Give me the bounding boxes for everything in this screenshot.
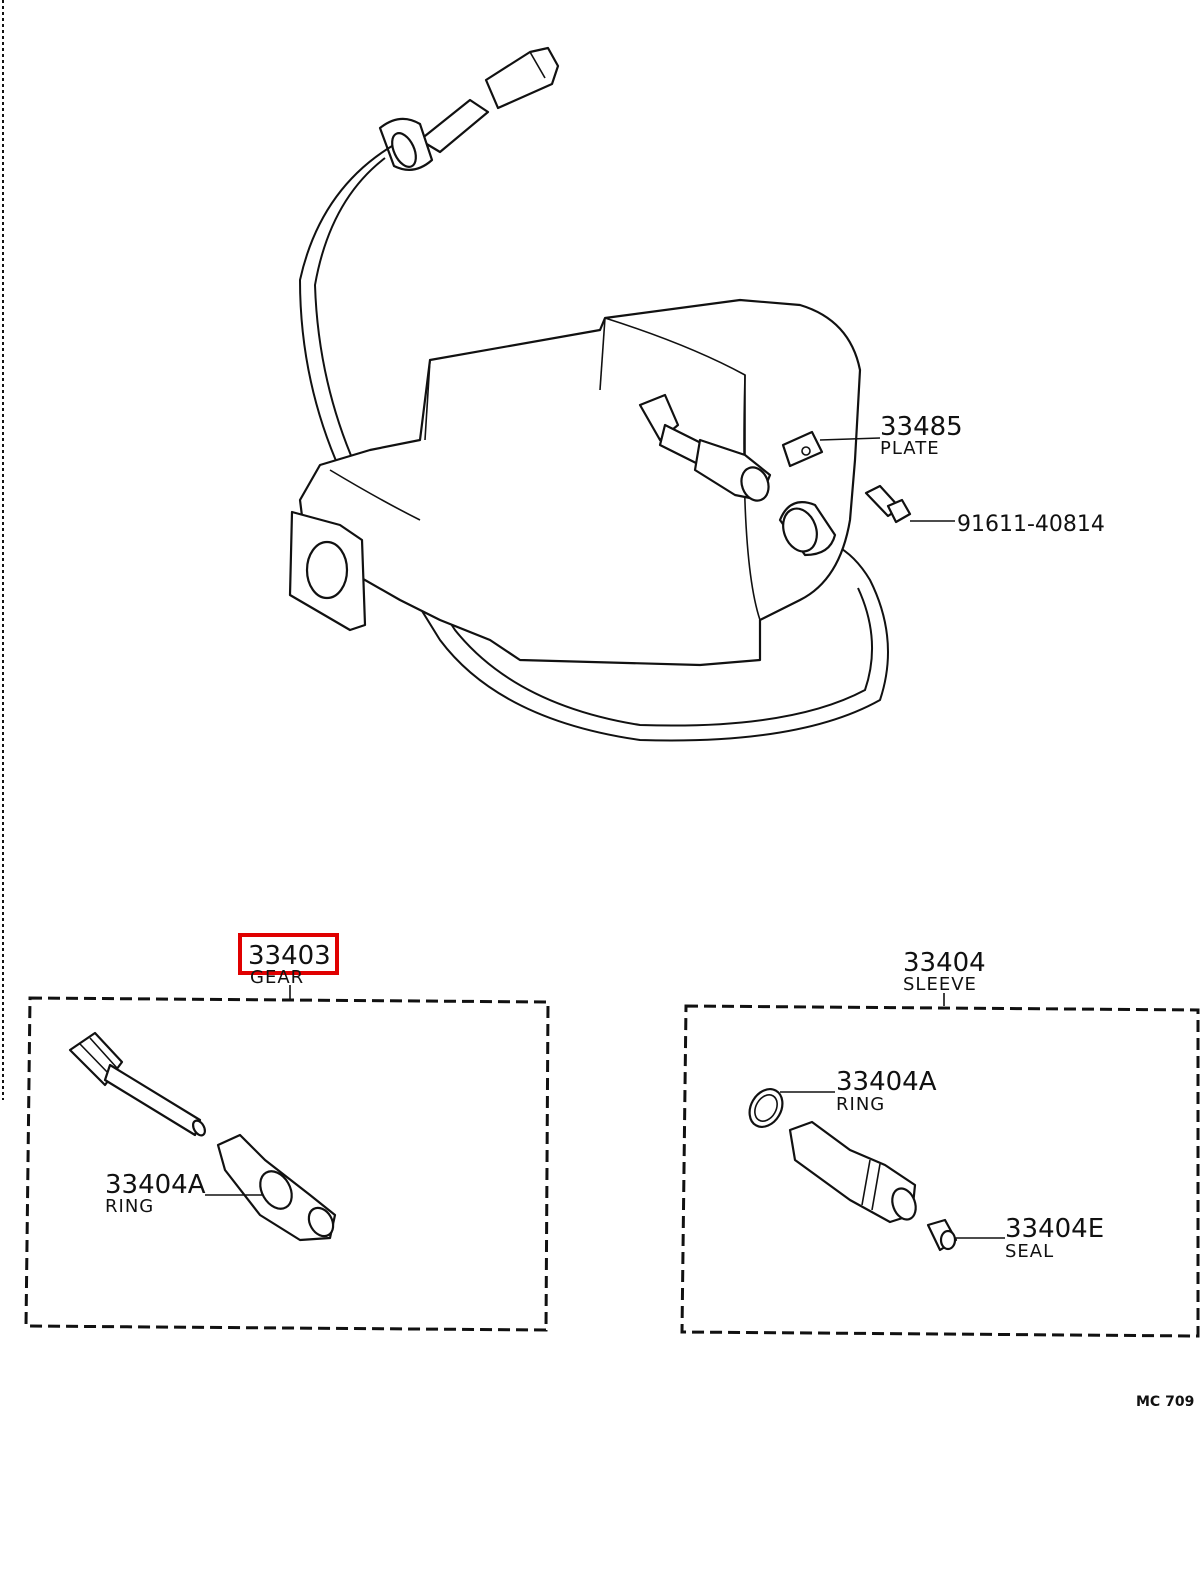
diagram-code: MC 709: [1136, 1394, 1194, 1410]
transmission-housing: [298, 298, 862, 667]
sleeve-kit-box: [680, 1004, 1200, 1338]
driven-gear: [68, 1031, 206, 1137]
cable-connector: [378, 46, 560, 171]
ring-right: [748, 1088, 835, 1128]
ring-right-part-name: RING: [836, 1094, 885, 1115]
sleeve-part-number: 33404: [903, 948, 986, 978]
highlight-box: [238, 933, 339, 975]
bolt-part: [864, 484, 955, 524]
plate-part-number: 33485: [880, 412, 963, 442]
plate-part: [781, 430, 881, 468]
bolt-part-number: 91611-40814: [957, 512, 1105, 537]
gear-sleeve: [205, 1133, 337, 1242]
sleeve-part-name: SLEEVE: [903, 974, 977, 995]
ring-left-part-number: 33404A: [105, 1170, 206, 1200]
plate-part-name: PLATE: [880, 438, 940, 459]
seal-part: [926, 1218, 1005, 1252]
ring-right-part-number: 33404A: [836, 1067, 937, 1097]
seal-part-number: 33404E: [1005, 1214, 1104, 1244]
gear-kit-box: [24, 996, 550, 1332]
speedometer-cable: [298, 145, 889, 742]
transmission-assembly: [288, 46, 889, 742]
gear-part-number: 33403: [248, 941, 331, 971]
driven-gear-installed: [638, 393, 772, 502]
ring-left-part-name: RING: [105, 1196, 154, 1217]
seal-part-name: SEAL: [1005, 1241, 1054, 1262]
sleeve-body: [788, 1120, 917, 1224]
gear-part-name: GEAR: [250, 967, 304, 988]
